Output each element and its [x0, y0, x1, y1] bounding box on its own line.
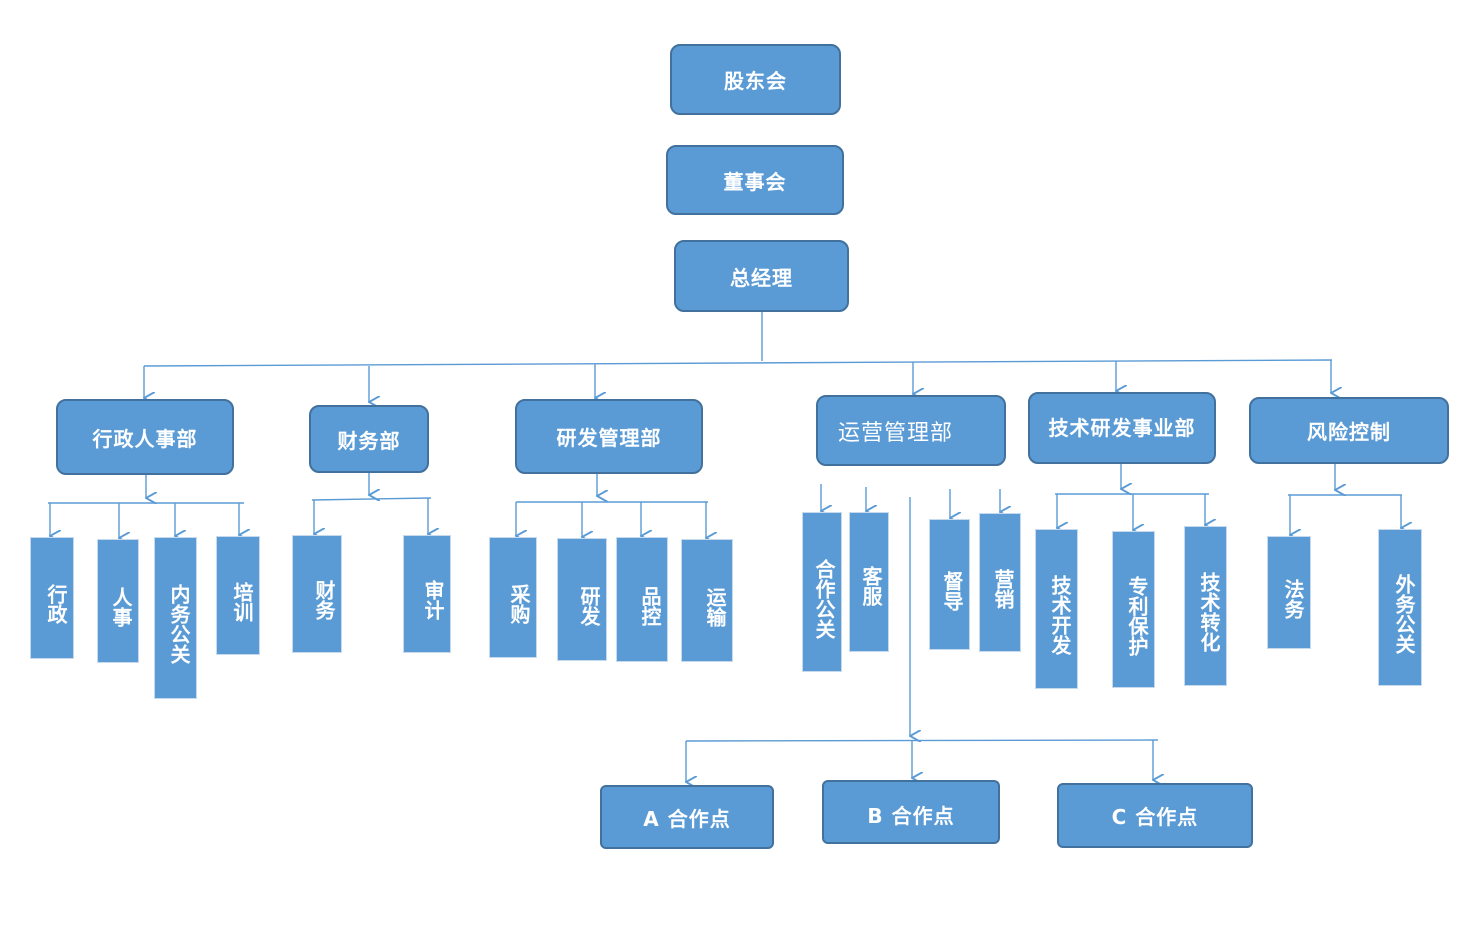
- partner-c: C 合作点: [1057, 783, 1253, 848]
- sub-supervise: 督导: [929, 519, 970, 650]
- partner-b-label: B 合作点: [867, 804, 955, 828]
- sub-legal: 法务: [1267, 536, 1311, 649]
- partner-b: B 合作点: [822, 780, 1000, 844]
- dept-rd-mgmt-label: 研发管理部: [556, 426, 662, 450]
- sub-purchase: 采购: [489, 537, 537, 658]
- sub-audit-label: 审计: [421, 580, 445, 620]
- partner-a-label: A 合作点: [643, 806, 731, 831]
- sub-rd-label: 研发: [577, 585, 601, 626]
- gm-label: 总经理: [730, 265, 793, 290]
- sub-hr: 人事: [97, 539, 139, 663]
- sub-legal-label: 法务: [1281, 578, 1305, 619]
- sub-external-pr: 外务公关: [1378, 529, 1422, 686]
- dept-operations-label: 运营管理部: [838, 420, 954, 446]
- sub-admin: 行政: [30, 537, 74, 659]
- shareholders-label: 股东会: [724, 69, 787, 93]
- sub-tech-transfer-label: 技术转化: [1197, 572, 1221, 652]
- dept-admin-hr-label: 行政人事部: [92, 426, 198, 451]
- sub-tech-dev: 技术开发: [1035, 529, 1078, 689]
- sub-internal-pr: 内务公关: [154, 537, 197, 699]
- sub-patent: 专利保护: [1112, 531, 1155, 688]
- sub-qc: 品控: [616, 537, 668, 662]
- sub-fin-label: 财务: [312, 580, 336, 620]
- sub-supervise-label: 督导: [940, 570, 964, 611]
- shareholders-box: 股东会: [670, 44, 841, 115]
- board-label: 董事会: [723, 169, 787, 194]
- sub-training-label: 培训: [230, 581, 254, 622]
- sub-service-label: 客服: [859, 566, 883, 606]
- dept-operations: 运营管理部: [816, 395, 1006, 466]
- dept-finance: 财务部: [309, 405, 429, 473]
- gm-box: 总经理: [674, 240, 849, 312]
- sub-qc-label: 品控: [638, 585, 662, 626]
- dept-rd-mgmt: 研发管理部: [515, 399, 703, 474]
- sub-audit: 审计: [403, 535, 451, 653]
- dept-tech-rd-label: 技术研发事业部: [1048, 416, 1196, 440]
- sub-coop-pr: 合作公关: [802, 512, 842, 672]
- sub-tech-transfer: 技术转化: [1184, 526, 1227, 686]
- sub-marketing: 营销: [979, 513, 1021, 652]
- partner-a: A 合作点: [600, 785, 774, 849]
- dept-risk: 风险控制: [1249, 397, 1449, 464]
- board-box: 董事会: [666, 145, 844, 215]
- sub-transport: 运输: [681, 539, 733, 662]
- sub-training: 培训: [216, 536, 260, 655]
- sub-fin: 财务: [292, 535, 342, 653]
- sub-service: 客服: [849, 512, 889, 652]
- sub-marketing-label: 营销: [991, 568, 1015, 609]
- dept-risk-label: 风险控制: [1307, 420, 1391, 444]
- dept-finance-label: 财务部: [337, 428, 401, 453]
- sub-patent-label: 专利保护: [1125, 575, 1149, 656]
- sub-hr-label: 人事: [109, 587, 133, 627]
- partner-c-label: C 合作点: [1111, 805, 1199, 829]
- sub-internal-pr-label: 内务公关: [167, 584, 191, 664]
- sub-tech-dev-label: 技术开发: [1048, 575, 1072, 655]
- dept-admin-hr: 行政人事部: [56, 399, 234, 475]
- sub-rd: 研发: [557, 538, 607, 661]
- dept-tech-rd: 技术研发事业部: [1028, 392, 1216, 464]
- sub-external-pr-label: 外务公关: [1392, 573, 1416, 654]
- sub-purchase-label: 采购: [507, 583, 531, 624]
- sub-transport-label: 运输: [703, 586, 727, 627]
- sub-admin-label: 行政: [44, 584, 68, 624]
- sub-coop-pr-label: 合作公关: [812, 559, 836, 639]
